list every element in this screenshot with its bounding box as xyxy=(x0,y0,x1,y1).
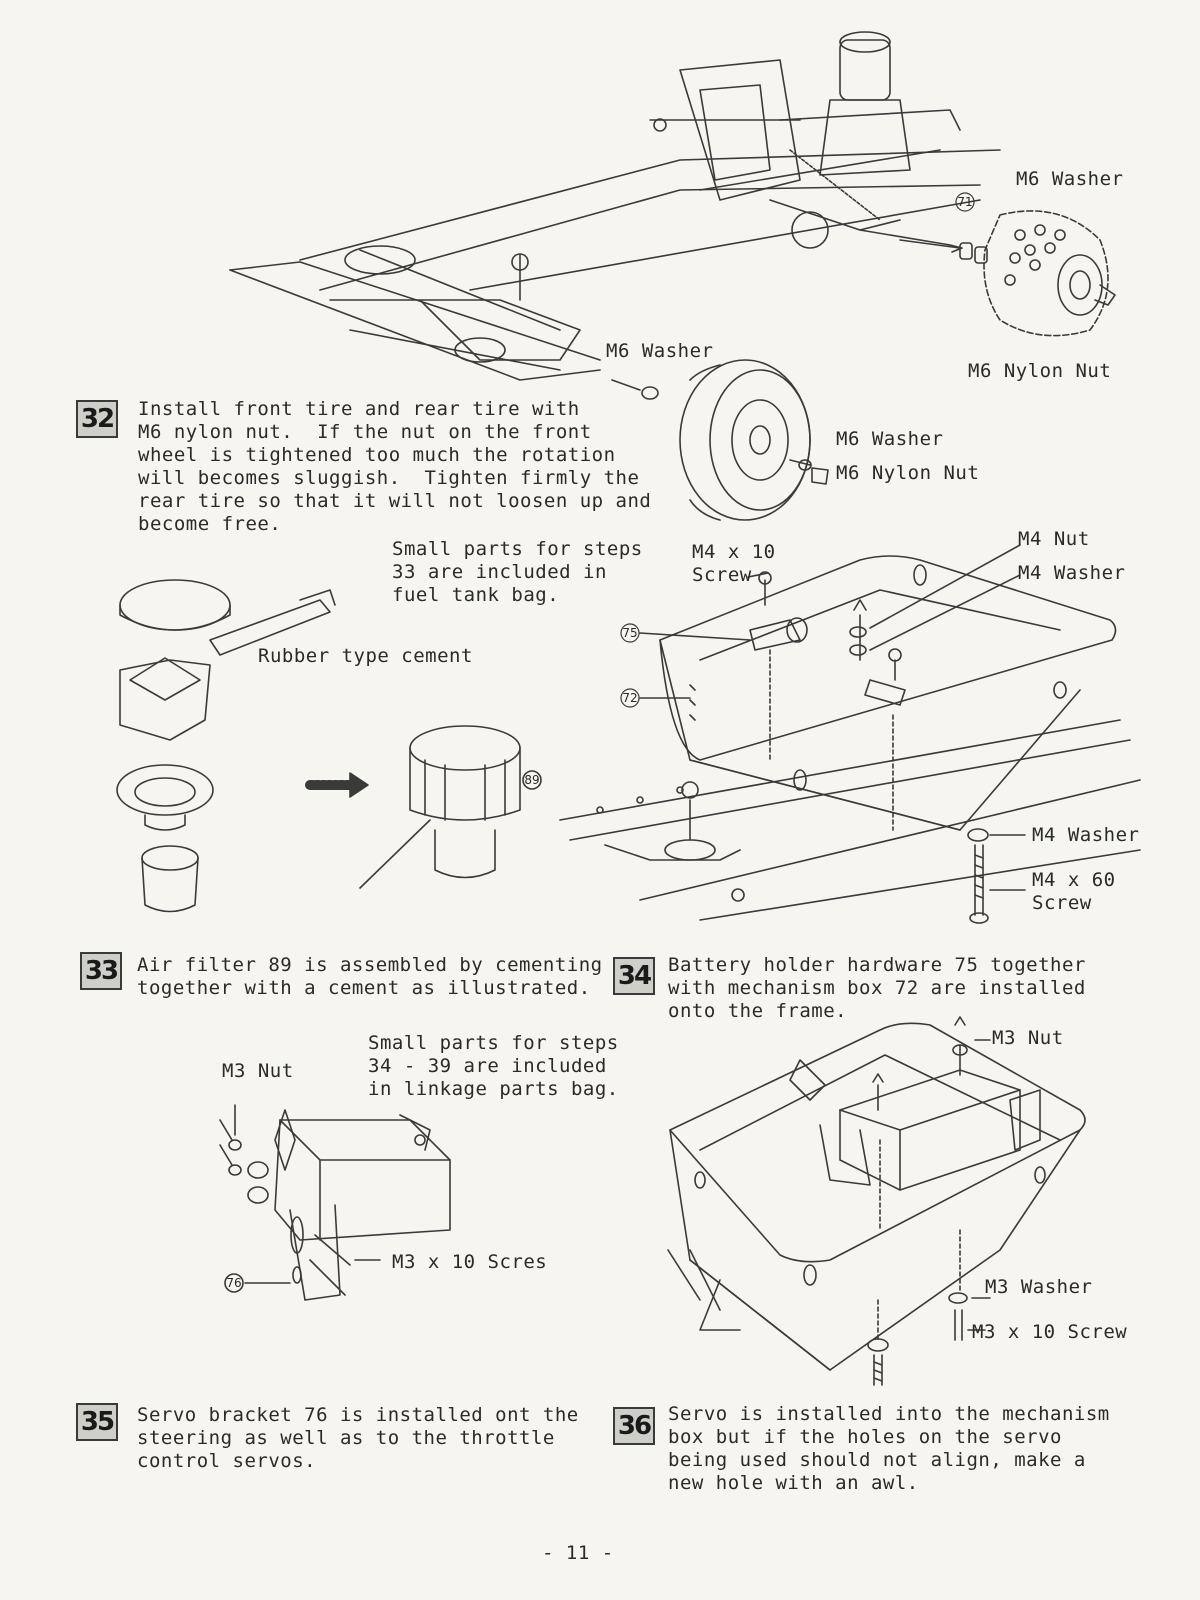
front-wheel-drawing xyxy=(611,359,829,521)
label-m4-10-screw: M4 x 10 Screw xyxy=(692,541,776,586)
label-m3-nut-right: M3 Nut xyxy=(992,1027,1064,1049)
part-number-75: 75 xyxy=(622,626,637,640)
step-36-badge: 36 xyxy=(613,1407,655,1445)
label-m6-nylon-nut-rear: M6 Nylon Nut xyxy=(968,360,1112,382)
label-m4-60-screw: M4 x 60 Screw xyxy=(1032,869,1116,914)
step-36-text: Servo is installed into the mechanism bo… xyxy=(668,1403,1110,1494)
label-rubber-cement: Rubber type cement xyxy=(258,645,473,667)
part-number-71: 71 xyxy=(957,195,972,209)
label-m3-washer: M3 Washer xyxy=(985,1276,1093,1298)
label-m6-washer-front-top: M6 Washer xyxy=(606,340,714,362)
part-number-89: 89 xyxy=(524,773,539,787)
step-32-text: Install front tire and rear tire with M6… xyxy=(138,398,652,535)
step-33-badge: 33 xyxy=(80,952,122,990)
step-34-text: Battery holder hardware 75 together with… xyxy=(668,954,1086,1022)
servo-box-drawing xyxy=(667,1016,1086,1386)
note-fuel-tank-bag: Small parts for steps 33 are included in… xyxy=(392,538,643,606)
servo-bracket-drawing xyxy=(219,1104,451,1301)
label-m3-10-screw: M3 x 10 Screw xyxy=(972,1321,1128,1343)
label-m4-washer-top: M4 Washer xyxy=(1018,562,1126,584)
chassis-drawing xyxy=(229,31,1001,381)
step-35-text: Servo bracket 76 is installed ont the st… xyxy=(137,1404,579,1472)
step-34-badge: 34 xyxy=(613,957,655,995)
label-m3-nut-left: M3 Nut xyxy=(222,1060,294,1082)
label-m6-washer-front: M6 Washer xyxy=(836,428,944,450)
step-33-text: Air filter 89 is assembled by cementing … xyxy=(137,954,603,999)
step-32-badge: 32 xyxy=(76,400,118,438)
mechanism-box-drawing xyxy=(559,544,1141,924)
label-m4-nut: M4 Nut xyxy=(1018,528,1090,550)
page-number: - 11 - xyxy=(542,1542,614,1564)
rear-wheel-drawing xyxy=(959,210,1116,337)
label-m6-washer-rear: M6 Washer xyxy=(1016,168,1124,190)
label-m4-washer-bottom: M4 Washer xyxy=(1032,824,1140,846)
part-number-76: 76 xyxy=(226,1276,241,1290)
label-m6-nylon-nut-front: M6 Nylon Nut xyxy=(836,462,980,484)
note-linkage-bag: Small parts for steps 34 - 39 are includ… xyxy=(368,1032,619,1100)
air-filter-drawing xyxy=(116,579,542,913)
part-number-72: 72 xyxy=(622,691,637,705)
step-35-badge: 35 xyxy=(76,1403,118,1441)
label-m3-10-scres: M3 x 10 Scres xyxy=(392,1251,548,1273)
